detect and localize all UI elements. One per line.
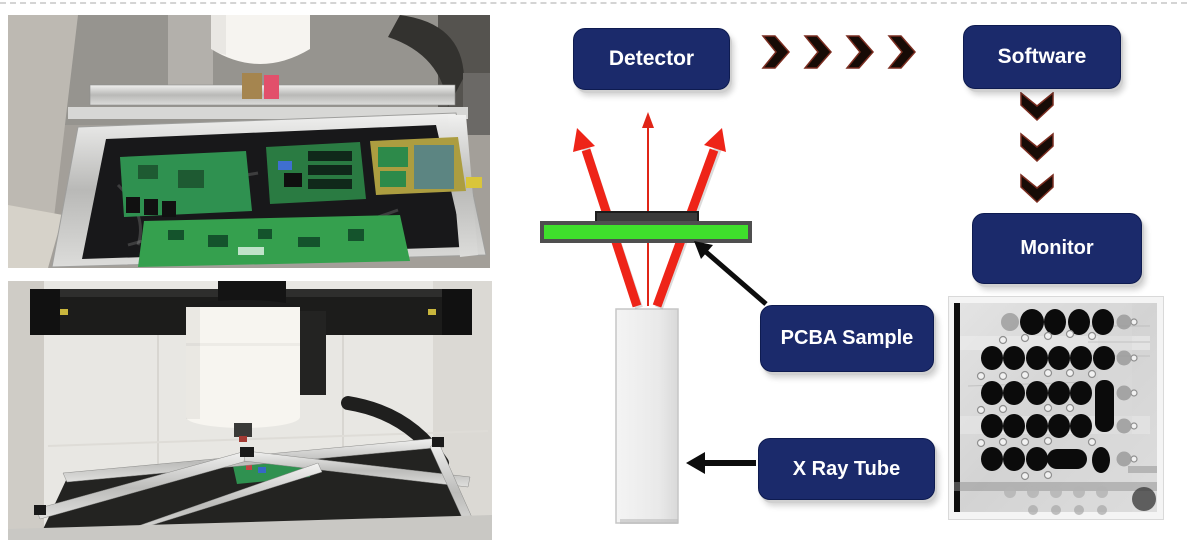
cable-chain — [388, 15, 490, 135]
xray-head-cylinder — [211, 15, 310, 64]
chevron-flow-right-icon — [761, 35, 916, 69]
chevron-flow-down-icon — [1020, 91, 1054, 204]
node-detector: Detector — [573, 28, 730, 90]
callout-arrow-tube-icon — [686, 452, 756, 474]
xray-bga-image-art — [948, 296, 1164, 520]
xray-tube-shape — [615, 308, 679, 524]
xray-head-cylinder — [186, 300, 326, 442]
node-xray-tube: X Ray Tube — [758, 438, 935, 500]
slide-top-dashed-rule — [0, 2, 1187, 4]
machine-photo-bottom — [8, 281, 492, 540]
node-software: Software — [963, 25, 1121, 89]
machine-photo-top — [8, 15, 490, 268]
front-rail — [8, 515, 492, 540]
node-pcba-sample: PCBA Sample — [760, 305, 934, 372]
machine-photo-bottom-art — [8, 281, 492, 540]
vias — [976, 318, 1138, 481]
node-monitor: Monitor — [972, 213, 1142, 284]
machine-photo-top-art — [8, 15, 490, 268]
solder-balls — [981, 309, 1115, 473]
pcba-sample-shape — [540, 211, 752, 243]
pcb-boards — [120, 137, 466, 267]
xray-bga-image — [948, 296, 1164, 520]
tilted-sample-tray — [34, 437, 479, 540]
xray-beam-arrows-icon — [573, 112, 726, 310]
faint-pads — [1001, 313, 1157, 515]
callout-arrow-pcba-icon — [694, 241, 768, 306]
